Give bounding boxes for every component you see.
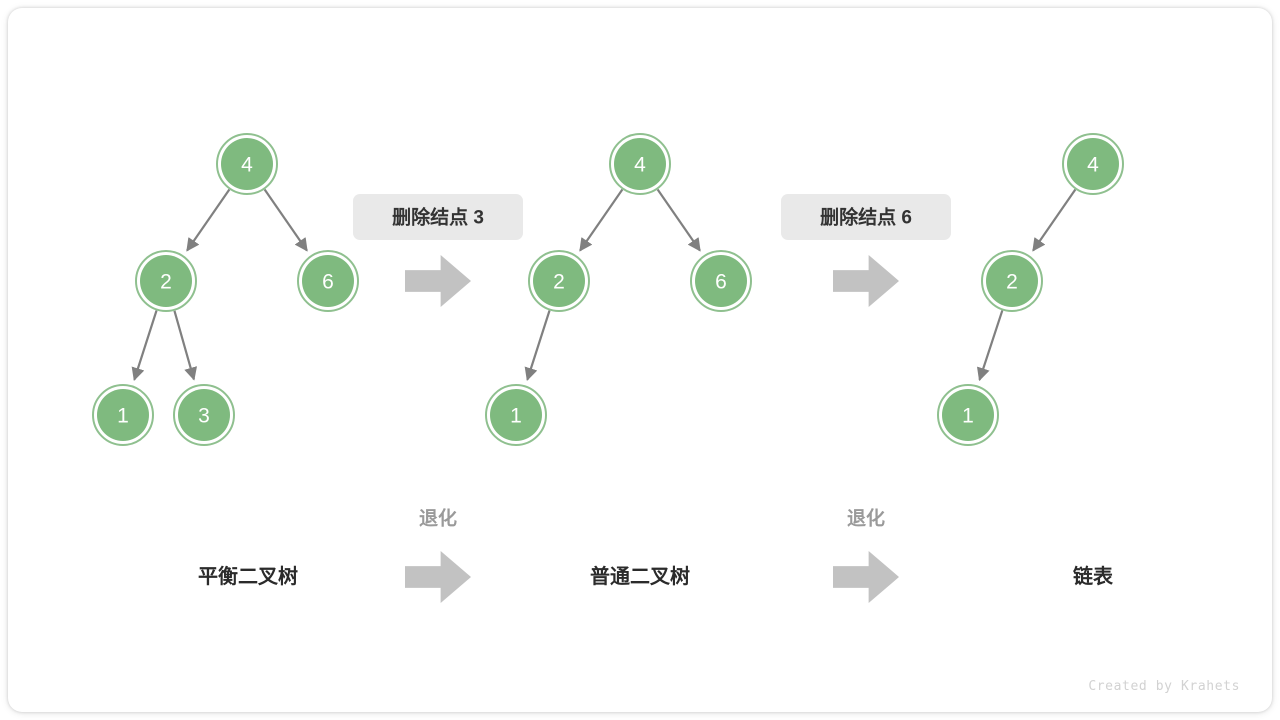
figure-card	[8, 8, 1272, 712]
node-ring	[216, 133, 278, 195]
transition-badge-delete-node-6	[781, 194, 951, 240]
node-body	[533, 255, 585, 307]
node-body	[221, 138, 273, 190]
node-ring	[485, 384, 547, 446]
tree-node-balanced-bst-6[interactable]: 6	[297, 250, 359, 312]
node-ring	[92, 384, 154, 446]
tree-node-balanced-bst-3[interactable]: 3	[173, 384, 235, 446]
tree-node-ordinary-bst-1[interactable]: 1	[485, 384, 547, 446]
transitions-layer: 删除结点 3 退化 删除结点 6 退化	[353, 194, 951, 603]
stage-caption-balanced-bst: 平衡二叉树	[198, 564, 298, 588]
node-ring	[609, 133, 671, 195]
node-label: 2	[160, 271, 172, 294]
node-label: 4	[634, 154, 646, 177]
watermark-label: Created by Krahets	[1088, 679, 1240, 694]
tree-node-ordinary-bst-2[interactable]: 2	[528, 250, 590, 312]
tree-node-linked-list-2[interactable]: 2	[981, 250, 1043, 312]
tree-edge-balanced-bst-2-1	[131, 310, 158, 382]
transition-arrow-delete-node-3	[405, 255, 471, 307]
tree-edge-ordinary-bst-4-6	[656, 188, 701, 252]
tree-edge-balanced-bst-4-2	[186, 188, 231, 252]
node-label: 2	[553, 271, 565, 294]
node-ring	[297, 250, 359, 312]
node-body	[986, 255, 1038, 307]
transition-badge-delete-node-3	[353, 194, 523, 240]
degrade-arrow-delete-node-3	[405, 551, 471, 603]
node-label: 1	[117, 405, 129, 428]
node-label: 6	[322, 271, 334, 294]
node-ring	[528, 250, 590, 312]
node-body	[302, 255, 354, 307]
tree-node-ordinary-bst-6[interactable]: 6	[690, 250, 752, 312]
transition-badge-label-delete-node-6: 删除结点 6	[820, 206, 912, 229]
node-body	[490, 389, 542, 441]
tree-node-linked-list-4[interactable]: 4	[1062, 133, 1124, 195]
tree-edge-linked-list-2-1	[976, 310, 1004, 382]
transition-badge-label-delete-node-3: 删除结点 3	[392, 206, 484, 229]
node-body	[695, 255, 747, 307]
degrade-label-delete-node-6: 退化	[847, 507, 885, 530]
node-body	[97, 389, 149, 441]
node-label: 6	[715, 271, 727, 294]
node-ring	[1062, 133, 1124, 195]
tree-nodes-layer: 4 2 6 1 3 4 2 6 1 4 2 1	[92, 133, 1124, 446]
node-ring	[135, 250, 197, 312]
node-body	[614, 138, 666, 190]
node-ring	[690, 250, 752, 312]
node-ring	[937, 384, 999, 446]
node-label: 2	[1006, 271, 1018, 294]
tree-node-balanced-bst-1[interactable]: 1	[92, 384, 154, 446]
tree-node-balanced-bst-2[interactable]: 2	[135, 250, 197, 312]
stage-caption-linked-list: 链表	[1073, 564, 1114, 588]
tree-node-linked-list-1[interactable]: 1	[937, 384, 999, 446]
tree-edge-ordinary-bst-2-1	[524, 310, 551, 382]
node-body	[140, 255, 192, 307]
node-body	[1067, 138, 1119, 190]
tree-edge-balanced-bst-4-6	[263, 188, 308, 252]
degrade-arrow-delete-node-6	[833, 551, 899, 603]
tree-node-balanced-bst-4[interactable]: 4	[216, 133, 278, 195]
node-body	[942, 389, 994, 441]
stage-caption-ordinary-bst: 普通二叉树	[590, 564, 690, 588]
tree-edge-balanced-bst-2-3	[173, 310, 198, 381]
tree-node-ordinary-bst-4[interactable]: 4	[609, 133, 671, 195]
node-ring	[981, 250, 1043, 312]
tree-edges-layer	[131, 188, 1077, 382]
node-label: 4	[241, 154, 253, 177]
node-label: 1	[962, 405, 974, 428]
node-ring	[173, 384, 235, 446]
tree-edge-ordinary-bst-4-2	[579, 188, 624, 252]
tree-edge-linked-list-4-2	[1032, 188, 1077, 252]
node-label: 1	[510, 405, 522, 428]
transition-arrow-delete-node-6	[833, 255, 899, 307]
degrade-label-delete-node-3: 退化	[419, 507, 457, 530]
captions-layer: 平衡二叉树 普通二叉树 链表	[198, 564, 1114, 588]
node-body	[178, 389, 230, 441]
node-label: 4	[1087, 154, 1099, 177]
node-label: 3	[198, 405, 210, 428]
